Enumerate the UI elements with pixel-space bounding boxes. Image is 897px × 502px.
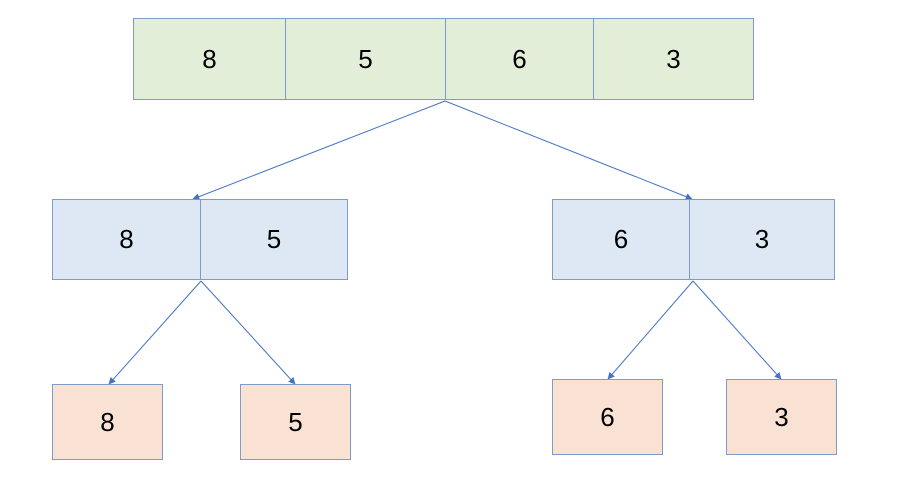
root-cell-2: 6 bbox=[446, 19, 594, 99]
arrow-left-to-leaf-0 bbox=[108, 280, 202, 385]
left-subarray: 8 5 bbox=[52, 199, 348, 280]
root-cell-1: 5 bbox=[286, 19, 446, 99]
right-cell-1: 3 bbox=[754, 224, 770, 254]
arrow-right-to-leaf-3 bbox=[692, 280, 782, 380]
leaf-cell-1: 5 bbox=[240, 384, 351, 460]
root-cell-3: 3 bbox=[666, 43, 681, 74]
left-cell-1: 5 bbox=[266, 224, 282, 254]
leaf-cell-0: 8 bbox=[52, 384, 163, 460]
arrow-right-to-leaf-2 bbox=[607, 280, 694, 380]
left-cell-0: 8 bbox=[53, 200, 201, 279]
root-cell-0: 8 bbox=[134, 19, 286, 99]
root-array: 8 5 6 3 bbox=[133, 18, 754, 100]
arrow-root-to-right bbox=[444, 100, 693, 200]
right-subarray: 6 3 bbox=[552, 199, 835, 280]
right-cell-0: 6 bbox=[553, 200, 690, 279]
leaf-cell-3: 3 bbox=[726, 379, 837, 455]
arrow-left-to-leaf-1 bbox=[200, 280, 296, 385]
arrow-root-to-left bbox=[192, 100, 446, 200]
leaf-cell-2: 6 bbox=[552, 379, 663, 455]
